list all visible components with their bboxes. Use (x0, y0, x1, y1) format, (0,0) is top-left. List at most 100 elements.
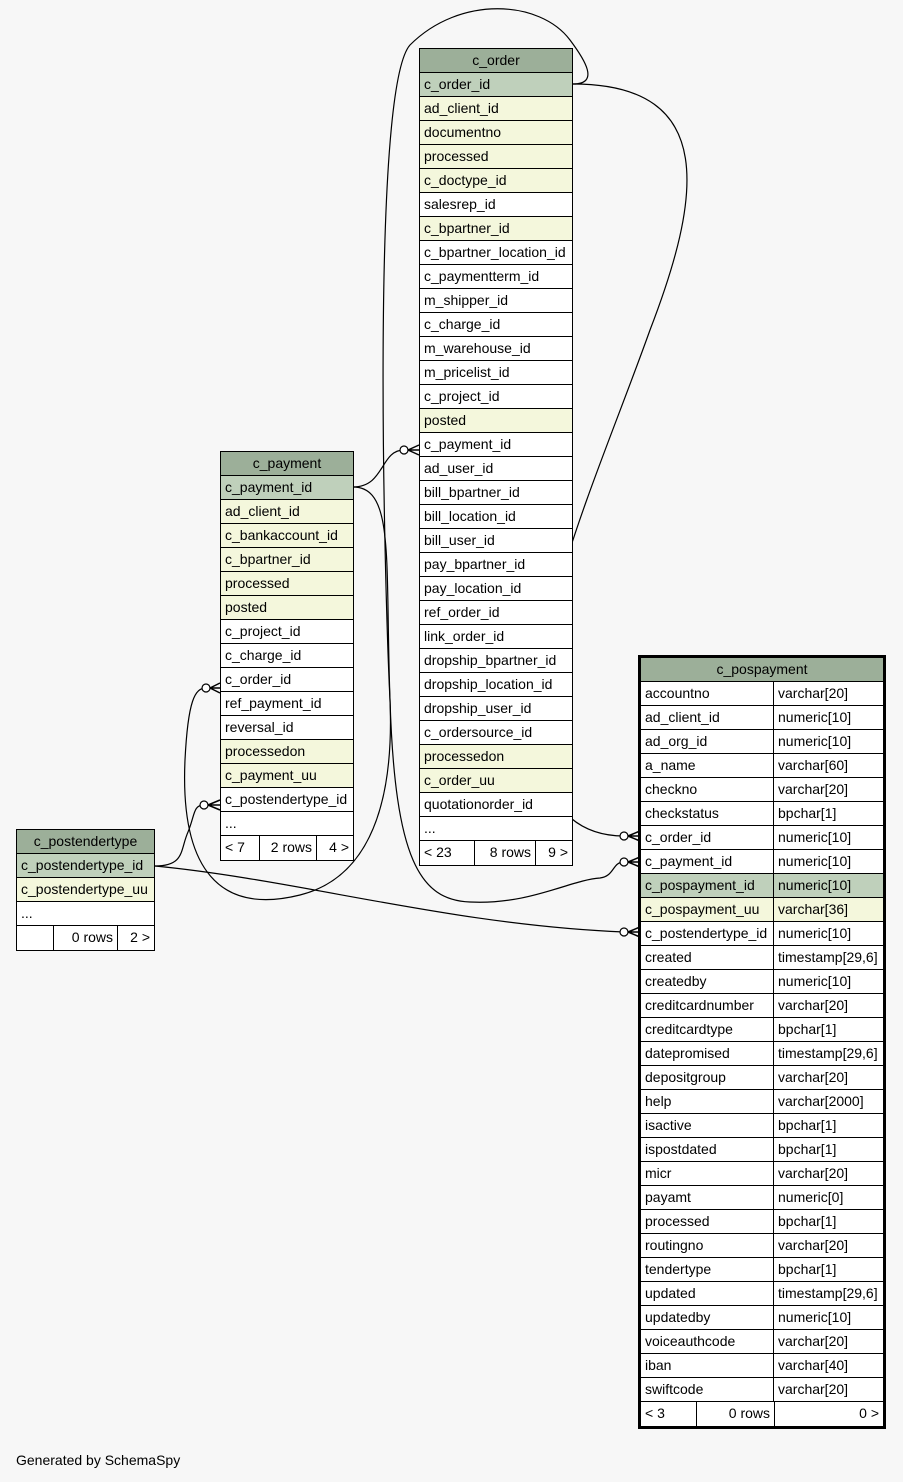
column-row[interactable]: dropship_location_id (420, 673, 572, 697)
column-row[interactable]: c_bpartner_location_id (420, 241, 572, 265)
column-row[interactable]: c_project_id (420, 385, 572, 409)
column-row[interactable]: c_charge_id (420, 313, 572, 337)
table-header[interactable]: c_payment (221, 452, 353, 476)
column-name: datepromised (641, 1042, 774, 1065)
column-row[interactable]: c_payment_id (420, 433, 572, 457)
column-row[interactable]: c_paymentterm_id (420, 265, 572, 289)
children-link[interactable]: 2 > (130, 929, 150, 945)
column-row[interactable]: ... (17, 902, 154, 926)
column-row[interactable]: bill_bpartner_id (420, 481, 572, 505)
column-row[interactable]: pay_bpartner_id (420, 553, 572, 577)
column-row[interactable]: ... (420, 817, 572, 841)
column-name: link_order_id (424, 628, 505, 644)
column-name: ad_client_id (641, 706, 774, 729)
column-row[interactable]: c_bpartner_id (420, 217, 572, 241)
parents-link[interactable]: < 3 (641, 1402, 697, 1426)
column-row[interactable]: dropship_user_id (420, 697, 572, 721)
column-row[interactable]: processedon (420, 745, 572, 769)
column-row[interactable]: processed (420, 145, 572, 169)
column-row[interactable]: documentno (420, 121, 572, 145)
parents-link[interactable]: < 23 (420, 841, 475, 865)
column-row[interactable]: reversal_id (221, 716, 353, 740)
column-row[interactable]: ... (221, 812, 353, 836)
parents-link[interactable] (17, 926, 54, 950)
column-row[interactable]: salesrep_id (420, 193, 572, 217)
table-header[interactable]: c_postendertype (17, 830, 154, 854)
column-row[interactable]: c_payment_id (221, 476, 353, 500)
column-row[interactable]: dropship_bpartner_id (420, 649, 572, 673)
column-row[interactable]: ad_client_id (420, 97, 572, 121)
children-link[interactable]: 0 > (859, 1405, 879, 1421)
optional-marker (619, 831, 629, 841)
column-row[interactable]: c_project_id (221, 620, 353, 644)
column-row[interactable]: c_order_id (221, 668, 353, 692)
column-row[interactable]: processed (221, 572, 353, 596)
table-header[interactable]: c_order (420, 49, 572, 73)
column-row[interactable]: c_charge_id (221, 644, 353, 668)
column-row[interactable]: posted (420, 409, 572, 433)
column-row[interactable]: m_warehouse_id (420, 337, 572, 361)
column-row[interactable]: c_postendertype_uu (17, 878, 154, 902)
column-row[interactable]: c_payment_uu (221, 764, 353, 788)
column-row[interactable]: c_doctype_id (420, 169, 572, 193)
column-row[interactable]: c_ordersource_id (420, 721, 572, 745)
column-row[interactable]: ref_payment_id (221, 692, 353, 716)
column-row[interactable]: pay_location_id (420, 577, 572, 601)
parents-link[interactable]: < 7 (221, 836, 260, 860)
column-row[interactable]: c_bankaccount_id (221, 524, 353, 548)
column-row[interactable]: c_order_id (420, 73, 572, 97)
column-row[interactable]: m_pricelist_id (420, 361, 572, 385)
column-row[interactable]: c_bpartner_id (221, 548, 353, 572)
column-row[interactable]: bill_user_id (420, 529, 572, 553)
table-header[interactable]: c_pospayment (641, 658, 883, 682)
column-row[interactable]: posted (221, 596, 353, 620)
column-row[interactable]: c_postendertype_id (221, 788, 353, 812)
column-row[interactable]: c_postendertype_id (17, 854, 154, 878)
column-row[interactable]: c_order_uu (420, 769, 572, 793)
children-link[interactable]: 4 > (329, 839, 349, 855)
children-link[interactable]: 9 > (548, 844, 568, 860)
column-row[interactable]: m_shipper_id (420, 289, 572, 313)
column-row[interactable]: bill_location_id (420, 505, 572, 529)
column-row[interactable]: ref_order_id (420, 601, 572, 625)
column-row[interactable]: processedon (221, 740, 353, 764)
column-row[interactable]: ad_client_id (221, 500, 353, 524)
column-row[interactable]: link_order_id (420, 625, 572, 649)
column-row[interactable]: ad_user_id (420, 457, 572, 481)
column-row[interactable]: quotationorder_id (420, 793, 572, 817)
